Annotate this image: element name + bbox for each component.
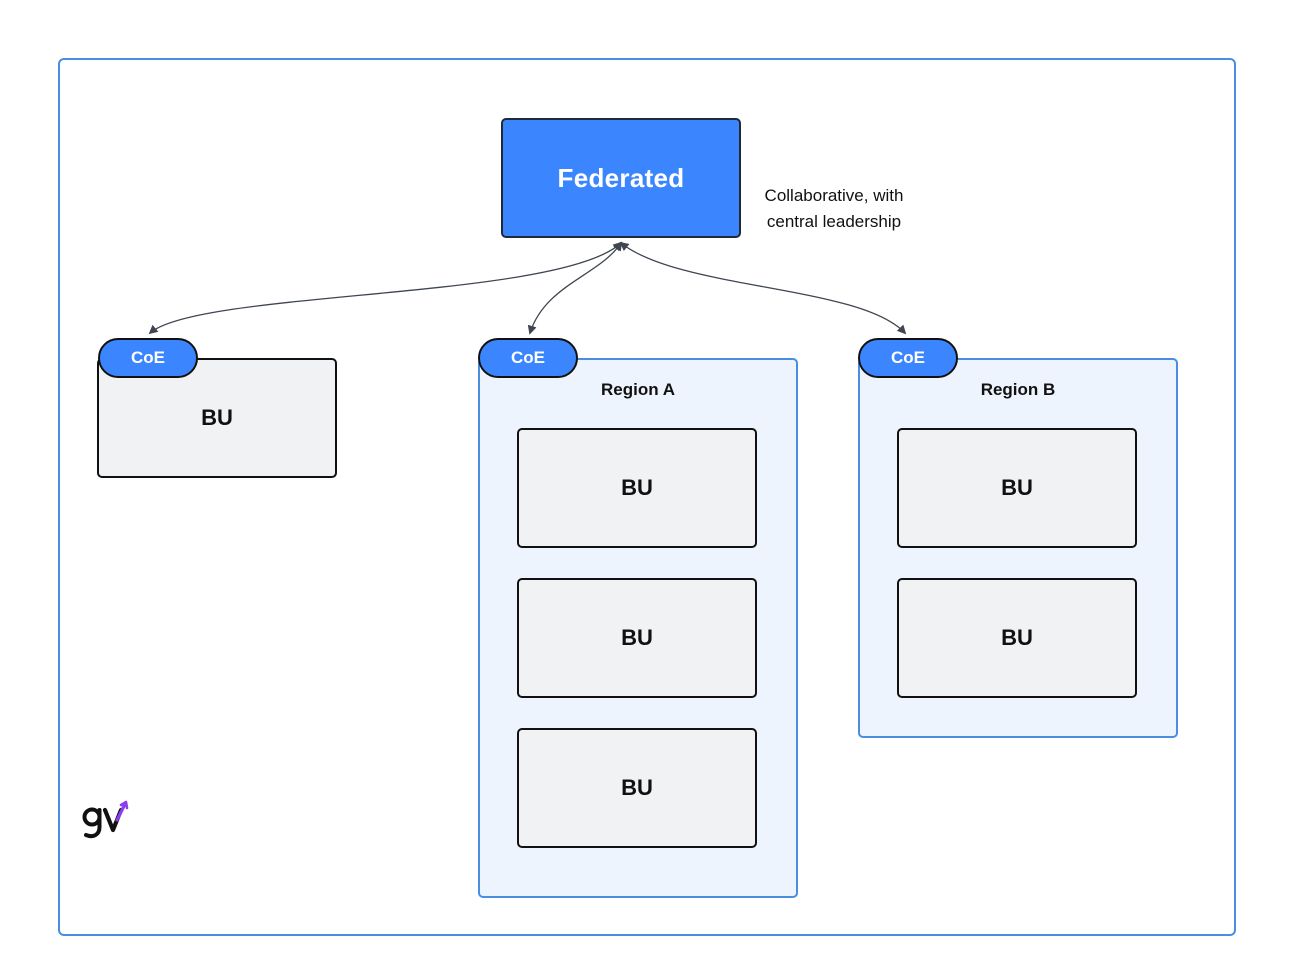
bu-label: BU <box>621 625 653 650</box>
region-a-bu-2: BU <box>517 578 757 698</box>
coe-badge-standalone: CoE <box>98 338 198 378</box>
region-a-title: Region A <box>601 380 675 399</box>
bu-label: BU <box>621 775 653 800</box>
coe-label: CoE <box>511 348 545 367</box>
region-a-bu-1: BU <box>517 428 757 548</box>
coe-label: CoE <box>131 348 165 367</box>
coe-badge-region-b: CoE <box>858 338 958 378</box>
note-line-2: central leadership <box>766 212 902 231</box>
bu-label: BU <box>201 405 233 430</box>
standalone-bu: BU <box>97 358 337 478</box>
bu-label: BU <box>621 475 653 500</box>
coe-badge-region-a: CoE <box>478 338 578 378</box>
federated-label: Federated <box>557 162 685 193</box>
gv-logo-icon <box>82 800 129 839</box>
coe-label: CoE <box>891 348 925 367</box>
region-a-bu-3: BU <box>517 728 757 848</box>
region-b-bu-1: BU <box>897 428 1137 548</box>
region-b-bu-2: BU <box>897 578 1137 698</box>
federated-node: Federated <box>501 118 741 238</box>
bu-label: BU <box>1001 625 1033 650</box>
region-b-title: Region B <box>980 380 1056 399</box>
bu-label: BU <box>1001 475 1033 500</box>
federated-note: Collaborative, with central leadership <box>748 183 920 235</box>
note-line-1: Collaborative, with <box>764 186 904 205</box>
